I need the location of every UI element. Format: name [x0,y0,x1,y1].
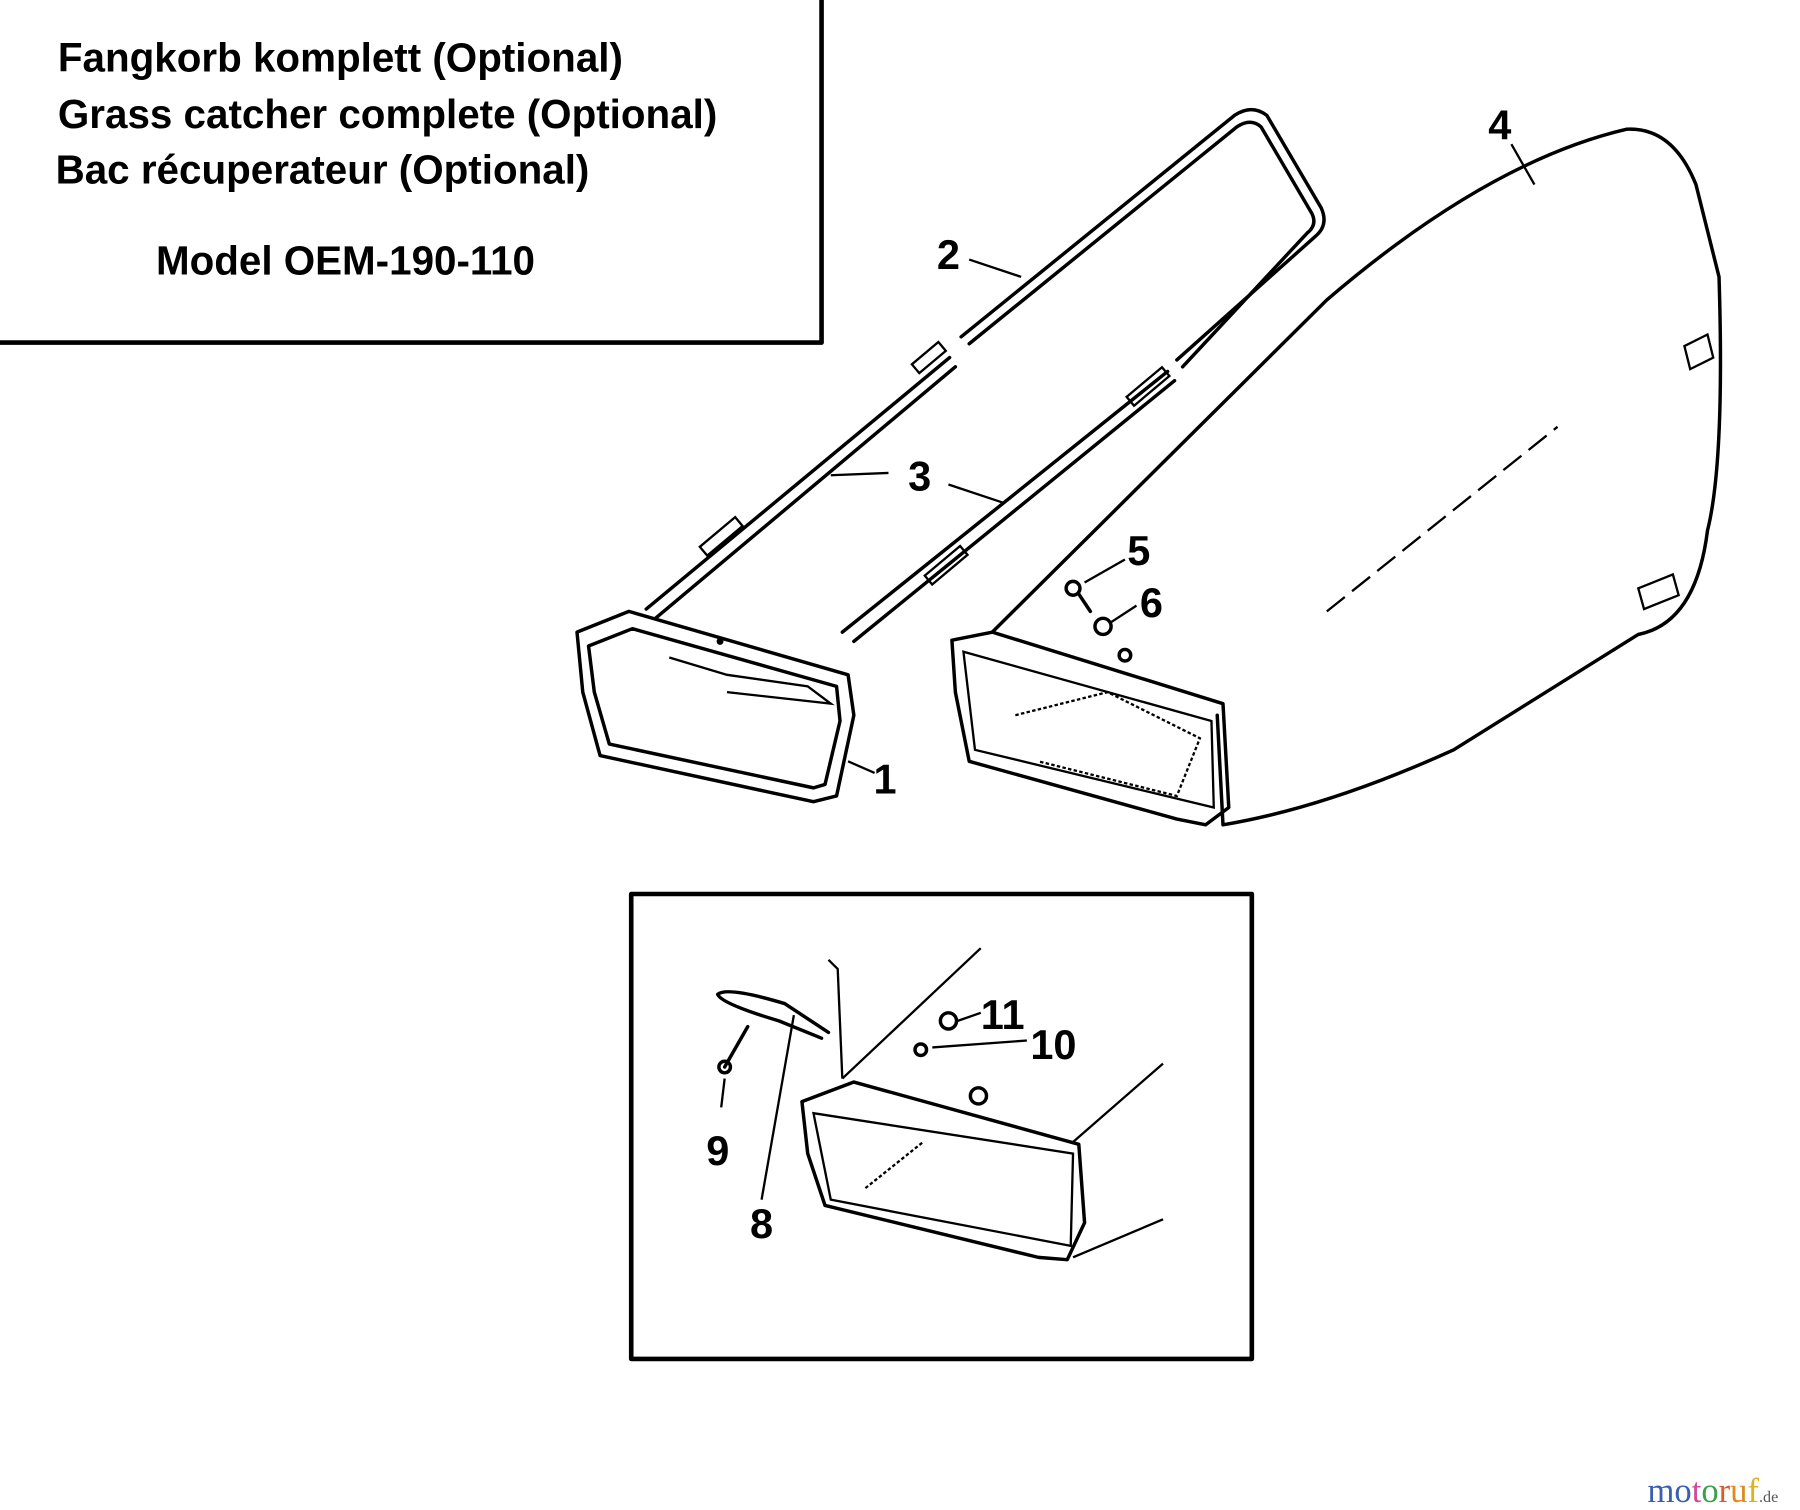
title-german: Fangkorb komplett (Optional) [58,35,623,81]
title-french: Bac récuperateur (Optional) [56,146,590,192]
callout-3: 3 [908,452,931,499]
part-2-upper-frame [959,107,1326,369]
model-number: Model OEM-190-110 [156,238,535,284]
leader-lines [830,143,1536,774]
title-english: Grass catcher complete (Optional) [58,91,717,137]
callout-10: 10 [1030,1021,1076,1068]
callout-1: 1 [873,756,896,803]
callout-9: 9 [706,1127,729,1174]
callout-11: 11 [981,991,1025,1038]
part-1-front-frame [575,609,856,804]
callout-8: 8 [750,1200,773,1247]
inset-detail [628,891,1255,1362]
part-3-side-rails [644,340,1177,644]
callout-6: 6 [1140,579,1163,626]
part-4-grass-bag [950,127,1723,827]
parts-5-6-fasteners [1064,579,1133,663]
callout-4: 4 [1488,102,1511,149]
callout-2: 2 [937,231,960,278]
callout-5: 5 [1127,527,1150,574]
motoruf-logo: motoruf.de [1648,1472,1779,1510]
title-box: Fangkorb komplett (Optional) Grass catch… [0,0,824,345]
